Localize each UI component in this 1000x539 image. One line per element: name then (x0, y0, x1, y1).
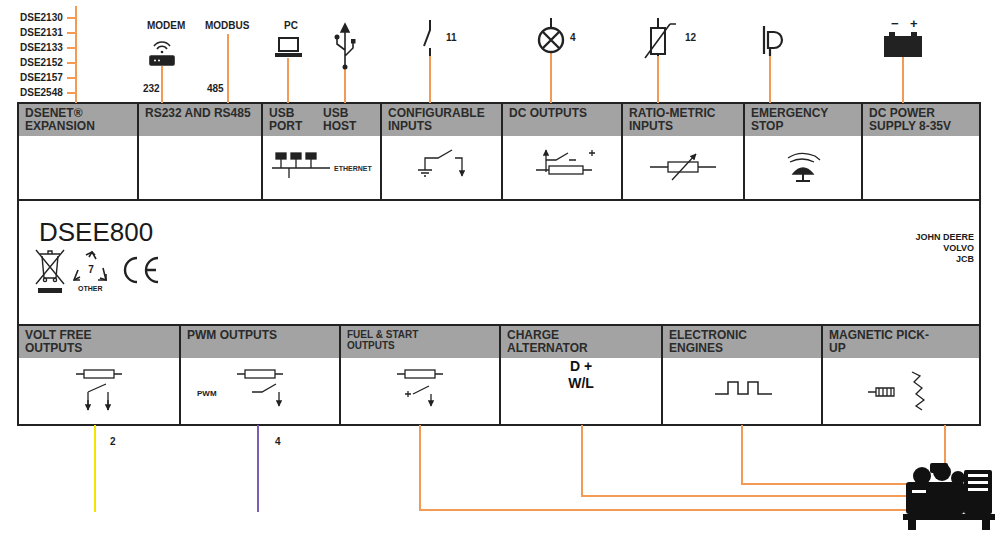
interface-cell: ELECTRONIC ENGINES (662, 325, 822, 425)
recycle-label: OTHER (78, 285, 103, 293)
count-number: 12 (685, 32, 696, 44)
recycle-symbol (74, 252, 106, 280)
interface-cell: FUEL & START OUTPUTS (340, 325, 500, 425)
pwm-label: PWM (197, 390, 217, 399)
port-label: ETHERNET (334, 165, 372, 173)
module-frame (18, 103, 980, 425)
model-name: DSEE800 (39, 217, 153, 247)
polarity-sign: + (910, 18, 918, 30)
count-number: 2 (110, 436, 116, 448)
cell-heading: PWM OUTPUTS (187, 329, 327, 342)
approval-marks (36, 250, 158, 293)
cell-heading: DSENET® EXPANSION (25, 107, 133, 133)
device-label: PC (284, 20, 298, 32)
recycle-code: 7 (84, 264, 98, 275)
cell-heading: DC OUTPUTS (509, 107, 617, 120)
cell-heading: CONFIGURABLE INPUTS (388, 107, 498, 133)
module-name: DSE2157 (20, 72, 63, 84)
battery-icon (884, 36, 922, 57)
cell-heading: RATIO-METRIC INPUTS (629, 107, 739, 133)
engine-make: VOLVO (943, 244, 974, 254)
cell-heading: USB PORT (269, 107, 313, 133)
polarity-sign: − (891, 18, 899, 30)
count-number: 4 (570, 32, 576, 44)
count-number: 4 (275, 436, 281, 448)
lamp-symbol (539, 28, 563, 52)
interface-cell: VOLT FREE OUTPUTS (18, 325, 180, 425)
engine-make: JCB (956, 255, 974, 265)
cell-heading: VOLT FREE OUTPUTS (25, 329, 117, 355)
cell-heading: DC POWER SUPPLY 8-35V (869, 107, 975, 133)
interface-cell: DC POWER SUPPLY 8-35V (862, 103, 980, 200)
router-icon (150, 56, 174, 65)
interface-cell: PWM OUTPUTS PWM (180, 325, 340, 425)
engine-make: JOHN DEERE (915, 233, 974, 243)
terminal-label: W/L (501, 376, 661, 391)
orange-wires (67, 6, 903, 103)
wifi-symbol (154, 42, 170, 49)
top-icons (150, 18, 922, 70)
port-number: 485 (207, 83, 224, 95)
module-name: DSE2130 (20, 12, 63, 24)
emergency-stop-symbol (764, 26, 782, 56)
cell-heading: FUEL & START OUTPUTS (347, 329, 437, 351)
terminal-label: D + (501, 359, 661, 374)
switch-symbol (424, 20, 430, 56)
cell-heading: ELECTRONIC ENGINES (669, 329, 769, 355)
controller-panel: DSEE800 7OTHER JOHN DEEREVOLVOJCB (18, 200, 980, 325)
cell-heading: USB HOST (323, 107, 373, 133)
interface-cell: DSENET® EXPANSION (18, 103, 138, 200)
bottom-wires (95, 425, 945, 512)
laptop-icon (279, 38, 298, 51)
cell-heading: MAGNETIC PICK-UP (829, 329, 929, 355)
cell-heading: CHARGE ALTERNATOR (507, 329, 617, 355)
cell-heading: RS232 AND RS485 (145, 107, 253, 120)
count-number: 11 (446, 32, 457, 44)
cell-heading: EMERGENCY STOP (751, 107, 859, 133)
generator-illustration (903, 463, 995, 530)
module-name: DSE2152 (20, 57, 63, 69)
module-name: DSE2131 (20, 27, 63, 39)
interface-cell: RATIO-METRIC INPUTS (622, 103, 744, 200)
interface-cell: CONFIGURABLE INPUTS (381, 103, 502, 200)
port-number: 232 (143, 83, 160, 95)
module-name: DSE2548 (20, 87, 63, 99)
device-label: MODBUS (205, 20, 249, 32)
device-label: MODEM (147, 20, 185, 32)
module-name: DSE2133 (20, 42, 63, 54)
interface-cell: CHARGE ALTERNATOR D + W/L (500, 325, 662, 425)
ce-mark (125, 258, 158, 282)
interface-cell: EMERGENCY STOP (744, 103, 862, 200)
interface-cell: RS232 AND RS485 (138, 103, 262, 200)
usb-symbol (337, 30, 353, 66)
interface-cell: DC OUTPUTS (502, 103, 622, 200)
weee-bin (40, 251, 60, 254)
interface-cell: USB PORT USB HOST ETHERNET (262, 103, 381, 200)
interface-cell: MAGNETIC PICK-UP (822, 325, 980, 425)
